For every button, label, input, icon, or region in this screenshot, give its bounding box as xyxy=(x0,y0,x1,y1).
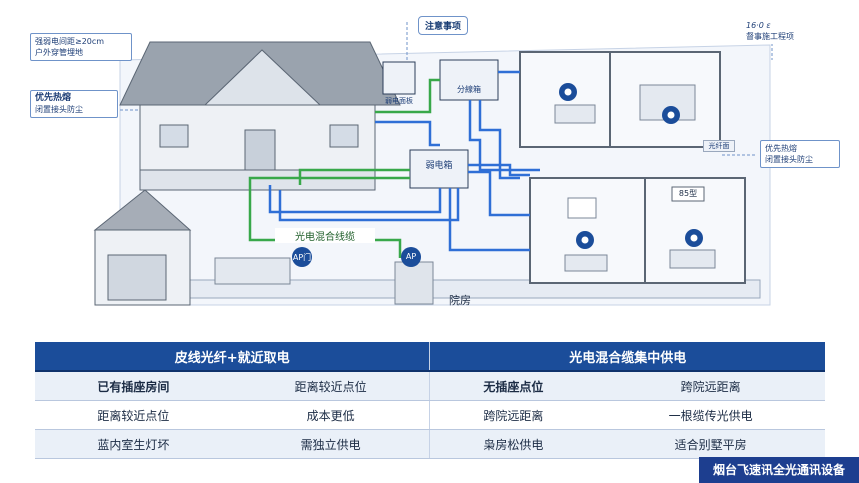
table-header-right: 光电混合缆集中供电 xyxy=(429,342,825,372)
house-window-1 xyxy=(159,124,189,148)
callout-heat-fusion-right-line1: 优先热熔 xyxy=(765,144,797,153)
picture-frame xyxy=(567,197,597,219)
room-3 xyxy=(529,177,646,284)
callout-cable-spacing: 强弱电间距≥20cm 户外穿管埋地 xyxy=(30,33,132,61)
room-1 xyxy=(519,51,611,148)
blue-cables xyxy=(268,70,540,252)
callout-heat-fusion-right-line2: 闭置接头防尘 xyxy=(765,155,813,164)
desk xyxy=(554,104,596,124)
sofa-1 xyxy=(564,254,608,272)
wifi-pin-icon-1 xyxy=(559,83,577,101)
table-header-left: 皮线光纤+就近取电 xyxy=(35,342,430,372)
ap-icon-right xyxy=(401,247,421,267)
yard-gate xyxy=(214,257,291,285)
table-cell: 蓝内室生灯坏 xyxy=(35,429,232,459)
callout-heat-fusion-left: 优先热熔 闭置接头防尘 xyxy=(30,90,118,118)
callout-heat-fusion-left-line2: 闭置接头防尘 xyxy=(35,105,83,114)
table-row: 已有插座房间 距离较近点位 无插座点位 跨院远距离 xyxy=(35,371,825,401)
table-cell: 一根缆传光供电 xyxy=(596,400,825,430)
leader-lines xyxy=(120,22,773,156)
house-window-2 xyxy=(329,124,359,148)
comparison-table: 皮线光纤+就近取电 光电混合缆集中供电 已有插座房间 距离较近点位 无插座点位 … xyxy=(35,342,825,459)
wifi-pin-icon-4 xyxy=(685,229,703,247)
room-tag-label: 光纤面 xyxy=(703,140,735,152)
table-row: 蓝内室生灯坏 需独立供电 枭房松供电 适合别墅平房 xyxy=(35,429,825,459)
table-cell: 需独立供电 xyxy=(231,429,430,459)
table-cell: 成本更低 xyxy=(231,400,430,430)
ap-left-label: AP门 xyxy=(292,253,312,262)
yard-label: 院房 xyxy=(449,294,471,307)
top-box xyxy=(439,59,499,101)
brand-watermark: 烟台飞速讯全光通讯设备 xyxy=(699,457,859,483)
top-box-label: 分線箱 xyxy=(457,85,481,94)
green-cables xyxy=(248,78,440,258)
table-cell: 适合别墅平房 xyxy=(596,429,825,459)
garage-door xyxy=(107,254,167,301)
router-box xyxy=(409,149,469,189)
table-cell: 跨院远距离 xyxy=(596,371,825,401)
ap-icon-left xyxy=(292,247,312,267)
table-cell: 枭房松供电 xyxy=(429,429,597,459)
tv-label: 85型 xyxy=(678,189,698,198)
wifi-pin-icon-2 xyxy=(662,106,680,124)
table-cell: 无插座点位 xyxy=(429,371,597,401)
callout-notes: 注意事项 xyxy=(418,16,469,35)
sofa-2 xyxy=(669,249,716,269)
wifi-pin-icon-3 xyxy=(576,231,594,249)
ap-right-label: AP xyxy=(405,252,417,261)
callout-construction-line1: 16·0 ε xyxy=(746,21,771,30)
table-cell: 距离较近点位 xyxy=(35,400,232,430)
callout-heat-fusion-right: 优先热熔 闭置接头防尘 xyxy=(760,140,840,168)
table-header-row: 皮线光纤+就近取电 光电混合缆集中供电 xyxy=(35,342,825,372)
small-box xyxy=(382,61,416,95)
cable-label: 光电混合线缆 xyxy=(275,228,375,243)
router-box-label: 弱电箱 xyxy=(425,161,453,171)
callout-construction-line2: 督事施工程项 xyxy=(746,32,794,41)
small-box-label: 弱电面板 xyxy=(385,97,413,105)
table-cell: 距离较近点位 xyxy=(231,371,430,401)
gate-pillar xyxy=(394,261,434,305)
house-base xyxy=(139,169,376,191)
table-cell: 跨院远距离 xyxy=(429,400,597,430)
tv-panel xyxy=(671,186,705,202)
table-cell: 已有插座房间 xyxy=(35,371,232,401)
callout-heat-fusion-left-line1: 优先热熔 xyxy=(35,93,72,103)
table-row: 距离较近点位 成本更低 跨院远距离 一根缆传光供电 xyxy=(35,400,825,430)
house-door xyxy=(244,129,276,171)
callout-construction: 16·0 ε 督事施工程项 xyxy=(742,18,812,44)
